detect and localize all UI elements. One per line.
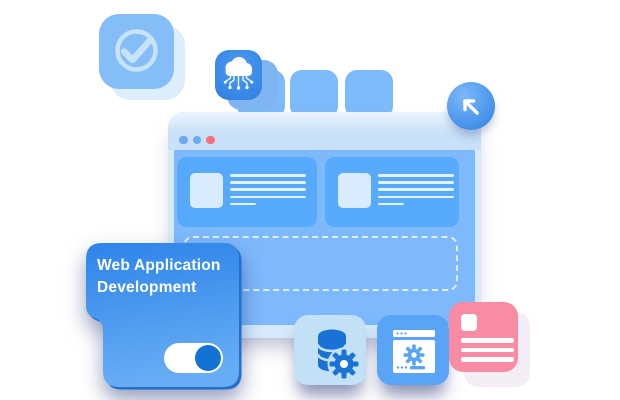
cloud-badge bbox=[215, 50, 262, 100]
document-badge bbox=[449, 302, 518, 372]
arrow-badge bbox=[447, 82, 495, 130]
check-circle-icon bbox=[115, 29, 158, 72]
content-card bbox=[325, 157, 459, 227]
decorative-square bbox=[345, 70, 393, 118]
document-line bbox=[461, 347, 514, 353]
database-gear-icon bbox=[316, 329, 361, 381]
window-dot-blue bbox=[179, 135, 188, 144]
title-card: Web Application Development bbox=[86, 243, 242, 390]
toggle-switch[interactable] bbox=[164, 343, 223, 373]
thumbnail-placeholder bbox=[338, 173, 371, 208]
cloud-computing-icon bbox=[223, 57, 254, 90]
document-thumbnail bbox=[461, 314, 477, 331]
text-lines bbox=[378, 174, 454, 210]
content-card bbox=[177, 157, 317, 227]
document-line bbox=[461, 357, 514, 362]
text-lines bbox=[230, 174, 306, 210]
thumbnail-placeholder bbox=[190, 173, 223, 208]
title-line-1: Web Application bbox=[97, 257, 221, 274]
window-dot-red bbox=[206, 135, 215, 144]
check-badge bbox=[99, 14, 174, 89]
browser-titlebar bbox=[168, 112, 481, 150]
toggle-knob[interactable] bbox=[195, 345, 221, 371]
arrow-up-left-icon bbox=[463, 99, 479, 115]
title-text: Web Application Development bbox=[97, 255, 235, 299]
title-line-2: Development bbox=[97, 279, 197, 296]
window-dot-blue bbox=[192, 135, 201, 144]
window-settings-badge bbox=[377, 315, 449, 385]
document-line bbox=[461, 338, 514, 343]
window-gear-icon bbox=[393, 330, 435, 373]
decorative-square bbox=[290, 70, 338, 118]
database-badge bbox=[294, 315, 366, 385]
